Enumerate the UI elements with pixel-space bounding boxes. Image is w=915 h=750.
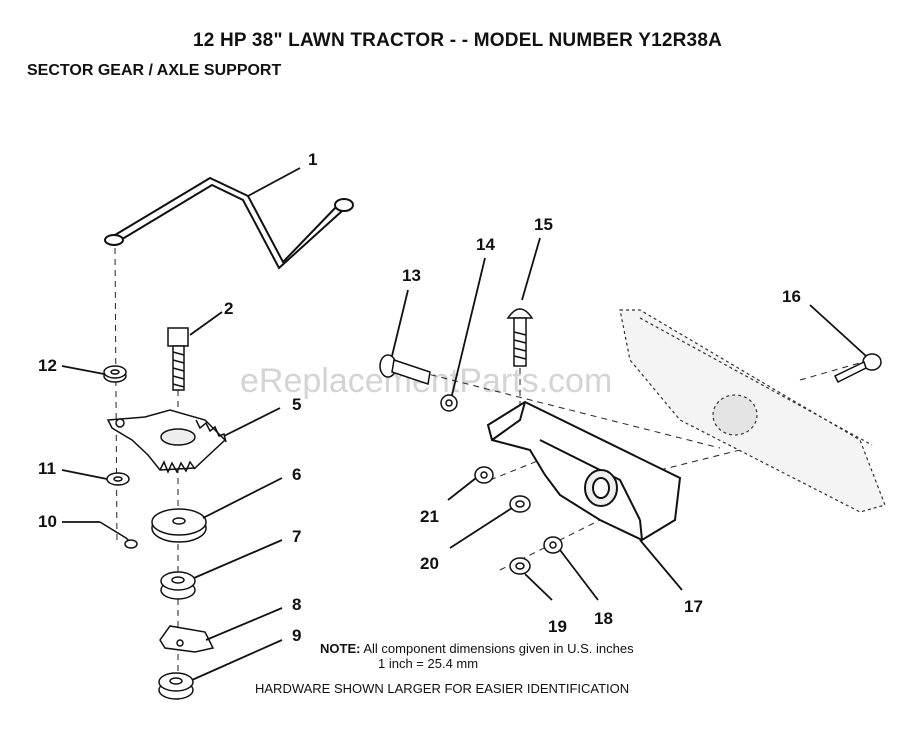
callout-9: 9 — [292, 626, 301, 645]
part-14-washer — [440, 394, 458, 412]
part-2-bolt — [167, 327, 189, 391]
callout-12: 12 — [38, 356, 57, 375]
callout-5: 5 — [292, 395, 301, 414]
callout-7: 7 — [292, 527, 301, 546]
leader-lines — [61, 167, 867, 681]
assembly-axis-drag-link — [114, 247, 118, 546]
callout-8: 8 — [292, 595, 301, 614]
note: NOTE: All component dimensions given in … — [320, 641, 634, 656]
part-6-washer — [151, 508, 207, 543]
page-title: 12 HP 38" LAWN TRACTOR - - MODEL NUMBER … — [192, 30, 723, 51]
part-10-cotter-pin — [99, 521, 138, 549]
part-7-nut — [160, 571, 196, 600]
callout-2: 2 — [224, 299, 233, 318]
part-18-washer — [543, 536, 563, 554]
part-21-nut — [474, 466, 494, 484]
note-line2: 1 inch = 25.4 mm — [378, 656, 479, 671]
callout-19: 19 — [548, 617, 567, 636]
callout-18: 18 — [594, 609, 613, 628]
part-12-nut — [103, 365, 127, 383]
callout-6: 6 — [292, 465, 301, 484]
page-subtitle: SECTOR GEAR / AXLE SUPPORT — [27, 62, 282, 79]
part-16-bolt — [833, 353, 882, 384]
part-5-sector-gear — [106, 409, 227, 474]
callout-20: 20 — [420, 554, 439, 573]
part-17-axle-support — [486, 400, 682, 542]
callout-21: 21 — [420, 507, 439, 526]
part-15-carriage-bolt — [506, 308, 534, 367]
part-13-bolt — [379, 354, 431, 385]
note-line1: All component dimensions given in U.S. i… — [363, 641, 634, 656]
callout-13: 13 — [402, 266, 421, 285]
part-11-washer — [106, 472, 130, 486]
note-label: NOTE: — [320, 641, 361, 656]
callout-14: 14 — [476, 235, 495, 254]
part-20-nut — [509, 495, 531, 513]
part-8-spacer — [159, 625, 215, 653]
tractor-frame — [619, 309, 886, 513]
part-19-nut — [509, 557, 531, 575]
callout-10: 10 — [38, 512, 57, 531]
part-9-nut — [158, 672, 194, 700]
callout-16: 16 — [782, 287, 801, 306]
callout-15: 15 — [534, 215, 553, 234]
callout-11: 11 — [38, 459, 56, 478]
callout-17: 17 — [684, 597, 703, 616]
callout-1: 1 — [308, 150, 317, 169]
hardware-note: HARDWARE SHOWN LARGER FOR EASIER IDENTIF… — [255, 681, 630, 696]
part-1-drag-link — [104, 176, 354, 270]
